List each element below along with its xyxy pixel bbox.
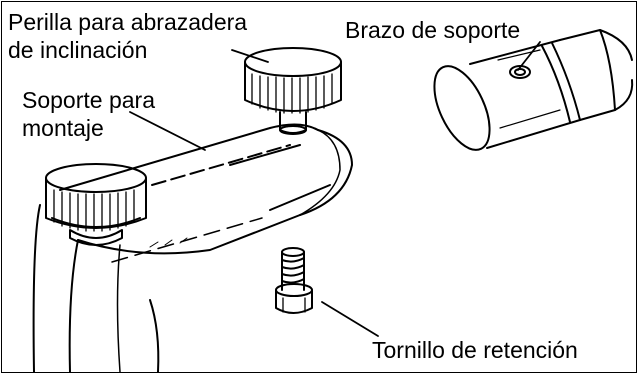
label-mount-line2: montaje [22, 115, 104, 141]
label-mount-line1: Soporte para [22, 87, 155, 113]
support-arm [433, 29, 634, 151]
mount-knob [45, 163, 147, 246]
leader-support-arm [517, 41, 541, 71]
leader-retention-screw [321, 301, 379, 337]
label-retention-screw: Tornillo de retención [372, 337, 578, 363]
mounting-bracket [32, 123, 353, 373]
leader-tilt-knob [231, 49, 269, 63]
leader-mount [129, 111, 206, 151]
leader-lines [129, 41, 541, 337]
label-support-arm: Brazo de soporte [345, 17, 520, 43]
label-tilt-knob-line1: Perilla para abrazadera [8, 9, 247, 35]
label-tilt-knob-line2: de inclinación [8, 37, 147, 63]
callout-labels: Perilla para abrazadera de inclinación B… [8, 9, 578, 363]
tilt-knob [244, 47, 342, 135]
retention-screw [275, 247, 313, 314]
